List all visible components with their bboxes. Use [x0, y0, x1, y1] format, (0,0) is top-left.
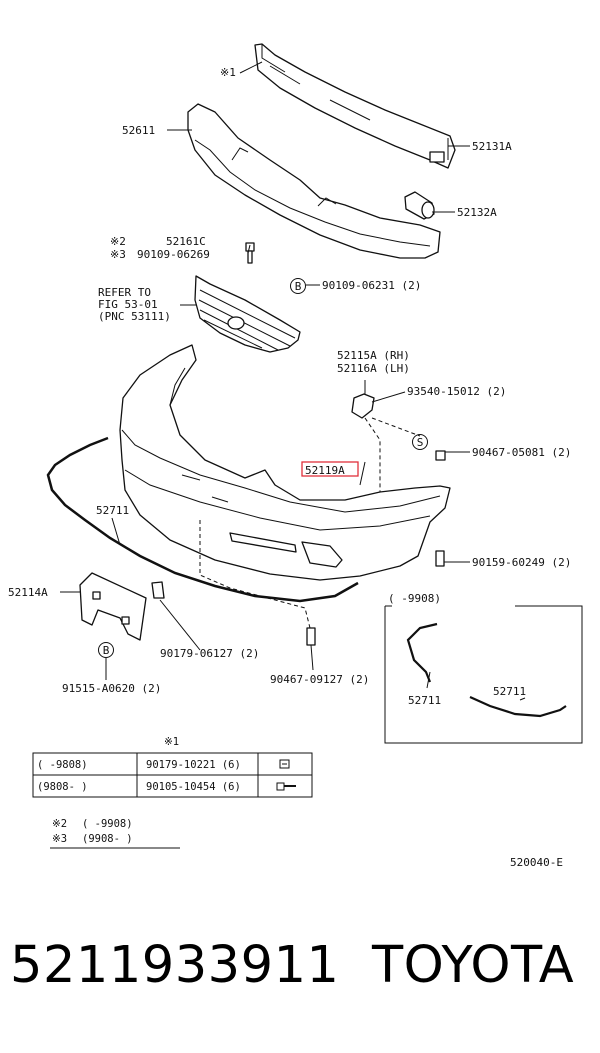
label-52161c: 52161C [166, 235, 206, 248]
note2-range: ( -9908) [82, 818, 133, 830]
highlight-box [301, 461, 359, 477]
marker-b-1: B [290, 278, 306, 294]
cushion-pad [404, 191, 435, 220]
svg-text:B: B [295, 280, 302, 293]
moulding-strip [46, 436, 359, 603]
label-52116a: 52116A (LH) [337, 362, 410, 375]
radiator-grille [194, 275, 301, 353]
label-refer1: REFER TO [98, 286, 151, 299]
table-row2-part: 90105-10454 (6) [146, 781, 241, 793]
leader-lines [60, 61, 526, 701]
label-52132a: 52132A [457, 206, 497, 219]
marker-s: S [412, 434, 428, 450]
label-90467-05081: 90467-05081 (2) [472, 446, 571, 459]
label-inset-52711-a: 52711 [408, 694, 441, 707]
license-bracket [79, 572, 147, 641]
label-refer2: FIG 53-01 [98, 298, 158, 311]
label-52119a: 52119A [305, 464, 345, 477]
label-52131a: 52131A [472, 140, 512, 153]
svg-text:B: B [103, 644, 110, 657]
energy-absorber [187, 103, 441, 259]
table-row1-part: 90179-10221 (6) [146, 759, 241, 771]
callout-labels: ※1 52611 52131A 52132A ※2 ※3 52161C 9010… [8, 66, 571, 707]
note3-mark: ※3 [52, 833, 67, 845]
note2-mark: ※2 [52, 818, 67, 830]
bumper-cover [119, 344, 451, 581]
inset-box [384, 605, 583, 744]
screw-icon-1 [279, 759, 290, 769]
label-note1: ※1 [220, 66, 236, 79]
svg-text:S: S [417, 436, 424, 449]
label-90179-06127: 90179-06127 (2) [160, 647, 259, 660]
label-52115a: 52115A (RH) [337, 349, 410, 362]
note3-range: (9908- ) [82, 833, 133, 845]
table-header: ※1 [164, 736, 179, 748]
label-52114a: 52114A [8, 586, 48, 599]
footer-part-number: 5211933911 [10, 936, 340, 995]
label-52611: 52611 [122, 124, 155, 137]
label-93540: 93540-15012 (2) [407, 385, 506, 398]
label-note3: ※3 [110, 248, 126, 261]
fasteners [151, 393, 446, 646]
label-inset-52711-b: 52711 [493, 685, 526, 698]
notes: ※2 ( -9908) ※3 (9908- ) [50, 818, 180, 849]
label-90109-06269: 90109-06269 [137, 248, 210, 261]
label-inset-range: ( -9908) [388, 592, 441, 605]
label-90467-09127: 90467-09127 (2) [270, 673, 369, 686]
footer-brand: TOYOTA [372, 936, 575, 995]
screw-icon-2 [276, 782, 296, 791]
label-52711-main: 52711 [96, 504, 129, 517]
marker-b-2: B [98, 642, 114, 658]
label-91515: 91515-A0620 (2) [62, 682, 161, 695]
label-90159: 90159-60249 (2) [472, 556, 571, 569]
fastener-table: ※1 ( -9808) 90179-10221 (6) (9808- ) 901… [32, 736, 313, 798]
reinforcement-beam [254, 43, 456, 169]
diagram-code: 520040-E [510, 856, 563, 869]
label-note2: ※2 [110, 235, 126, 248]
table-row2-range: (9808- ) [37, 781, 88, 793]
table-row1-range: ( -9808) [37, 759, 88, 771]
label-90109-06231: 90109-06231 (2) [322, 279, 421, 292]
label-refer3: (PNC 53111) [98, 310, 171, 323]
